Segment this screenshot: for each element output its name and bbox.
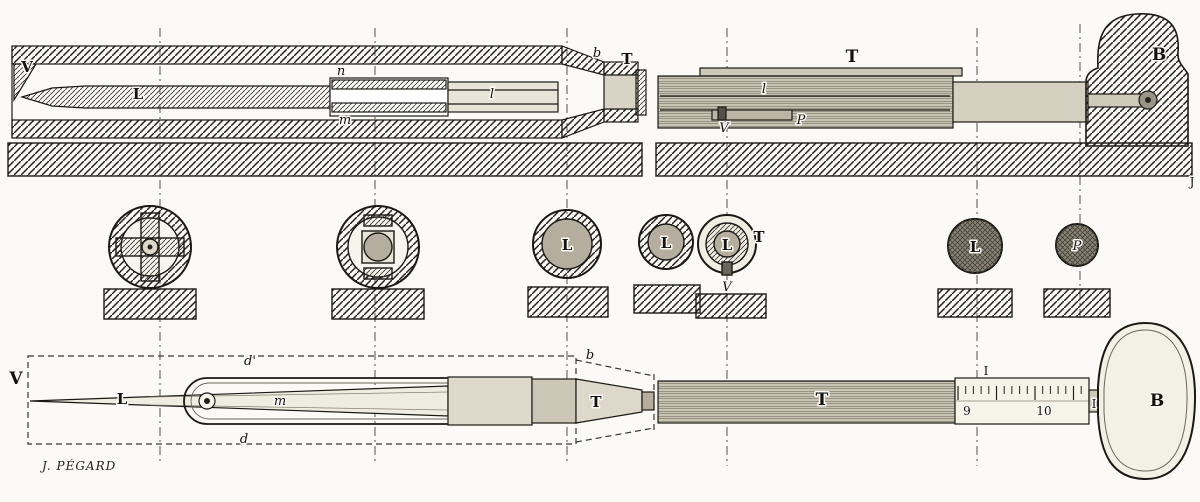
- label-top-right-v: V: [719, 121, 730, 136]
- label-bottom-b: b: [586, 348, 594, 363]
- section-6-support: [937, 288, 1013, 318]
- inner-rod: [19, 85, 331, 109]
- inner-slide-bar: [711, 109, 793, 121]
- label-bottom-l: L: [117, 390, 128, 408]
- support-bars-top: [7, 142, 1193, 177]
- label-top-left-l: L: [133, 85, 144, 103]
- top-rail: [699, 67, 963, 77]
- support-bar-right: [655, 142, 1193, 177]
- section-5-support: [695, 293, 767, 319]
- outer-wall-top: [11, 45, 563, 65]
- barrel-section-2: [531, 378, 577, 424]
- tube-elevation: [657, 380, 956, 424]
- bottom-section-view: [27, 321, 1197, 481]
- clip-outline: [183, 377, 448, 425]
- scale-number-10: 10: [1036, 404, 1051, 418]
- label-section-5-l: L: [722, 236, 733, 254]
- section-4-support: [633, 284, 701, 314]
- section-3-support: [527, 286, 609, 318]
- section-7: [1043, 223, 1111, 318]
- muzzle-wall-bottom: [603, 108, 639, 123]
- label-bottom-b-handle: B: [1150, 391, 1164, 411]
- section-7-support: [1043, 288, 1111, 318]
- barrel-tip: [641, 391, 655, 411]
- scale-number-9: 9: [963, 404, 971, 418]
- plate-mark: J: [1188, 175, 1195, 189]
- signature: J. PÉGARD: [39, 458, 116, 473]
- label-bottom-t-tube: T: [816, 390, 829, 410]
- label-bottom-i-right: I: [1092, 397, 1097, 411]
- handle-paddle: [1097, 321, 1197, 481]
- label-top-left-b: b: [593, 46, 601, 61]
- tube-step: [952, 81, 1089, 123]
- handle-block: [1085, 13, 1189, 147]
- label-section-3-l: L: [562, 236, 573, 254]
- section-6: [937, 218, 1013, 318]
- label-bottom-d-prime: d': [244, 354, 256, 369]
- sleeve-strip-top: [331, 79, 447, 90]
- label-top-left-t: T: [621, 50, 633, 68]
- labels-layer: V L n m l b T T l V P B L L L T V L P V …: [7, 44, 1196, 449]
- section-4: [633, 214, 701, 314]
- muzzle-cap: [635, 69, 647, 116]
- label-bottom-i-upper: I: [984, 364, 989, 378]
- section-1: [103, 205, 197, 320]
- label-section-4-l: L: [661, 234, 672, 252]
- label-top-left-v: V: [20, 58, 33, 76]
- inner-tube: [447, 81, 559, 113]
- section-1-support: [103, 288, 197, 320]
- clip-inner-line: [190, 382, 448, 420]
- section-2-support: [331, 288, 425, 320]
- outer-wall-bottom: [11, 119, 563, 139]
- handle-paddle-inner: [1103, 329, 1188, 472]
- label-section-6-l: L: [970, 238, 981, 256]
- label-top-right-t: T: [846, 47, 859, 67]
- label-top-left-m: m: [339, 113, 351, 128]
- barrel-taper: [575, 378, 643, 424]
- section-3: [527, 209, 609, 318]
- top-section-view-right: [657, 13, 1189, 147]
- label-top-left-n: n: [337, 64, 345, 79]
- pivot-screw-center: [1145, 97, 1151, 103]
- label-bottom-d: d: [240, 432, 248, 447]
- label-bottom-t-mid: T: [590, 393, 602, 411]
- label-top-right-b-handle: B: [1152, 45, 1166, 65]
- label-bottom-m: m: [274, 394, 286, 409]
- label-section-5-v: V: [722, 280, 733, 295]
- support-bar-left: [7, 142, 643, 177]
- cross-sections: [103, 205, 1111, 320]
- wedge-piece: [13, 63, 38, 103]
- top-section-view-left: [11, 45, 647, 139]
- label-top-right-l: l: [762, 82, 766, 97]
- muzzle-core: [603, 74, 639, 110]
- main-tube: [657, 75, 954, 129]
- label-section-5-t: T: [753, 228, 765, 246]
- label-top-right-p: P: [796, 113, 806, 128]
- label-section-7-p: P: [1072, 239, 1082, 254]
- scale-ticks: [957, 386, 1087, 402]
- sleeve-strip-bottom: [331, 102, 447, 113]
- section-2: [331, 205, 425, 320]
- label-top-left-l-inner: l: [490, 87, 494, 102]
- section-5: [695, 214, 767, 319]
- slide-key: [717, 106, 727, 121]
- label-bottom-v: V: [8, 369, 23, 389]
- barrel-section-1: [447, 376, 533, 426]
